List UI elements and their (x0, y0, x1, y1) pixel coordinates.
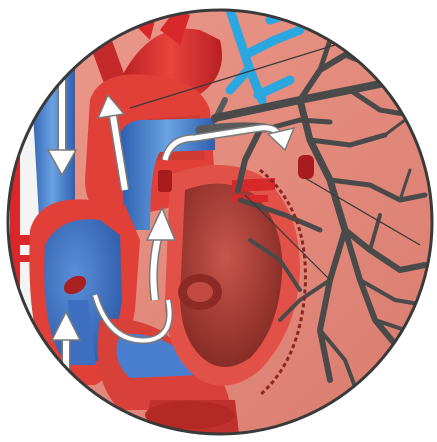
coronary-node (298, 155, 314, 179)
coronary-stub-1 (158, 170, 172, 192)
left-red-branch-2 (0, 255, 30, 262)
mitral-valve-inner (187, 282, 213, 302)
